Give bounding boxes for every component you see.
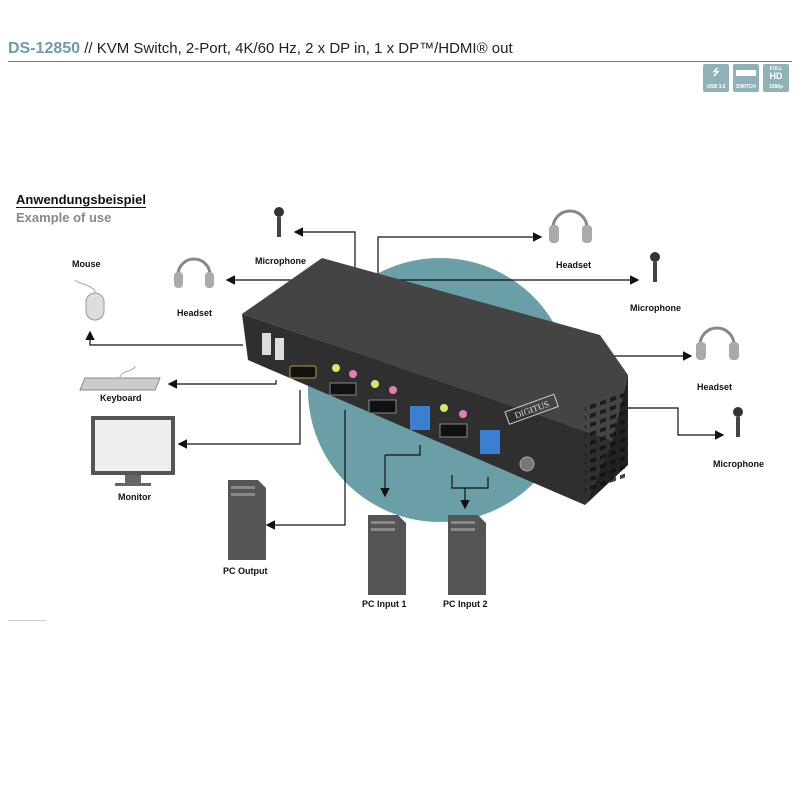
switch-icon <box>736 70 756 76</box>
mic-in-jack <box>389 386 397 394</box>
title-separator: // <box>84 40 93 57</box>
kvm-switch-device: DIGITUS <box>242 258 628 505</box>
usb-b-port-2 <box>480 430 500 454</box>
hdmi-port <box>289 365 317 379</box>
headset-icon <box>549 209 592 243</box>
badge-label: 1080p <box>768 84 784 90</box>
label-mouse: Mouse <box>72 259 101 269</box>
usb3-badge: ⭍ USB 3.0 <box>703 64 729 92</box>
badge-label: SWITCH <box>736 84 756 90</box>
label-pc-output: PC Output <box>223 566 268 576</box>
audio-out-jack <box>332 364 340 372</box>
displayport-out <box>329 382 357 396</box>
label-microphone-top: Microphone <box>255 256 306 266</box>
badge-top: FULL <box>769 66 783 72</box>
device-top <box>242 258 628 440</box>
pc-output-tower-icon <box>228 480 266 560</box>
usb-a-port <box>262 333 271 355</box>
product-description: KVM Switch, 2-Port, 4K/60 Hz, 2 x DP in,… <box>96 40 513 57</box>
monitor-icon <box>91 416 175 486</box>
header-divider <box>8 61 792 62</box>
headset-icon <box>696 326 739 360</box>
label-monitor: Monitor <box>118 492 151 502</box>
label-pc-input-1: PC Input 1 <box>362 599 407 609</box>
usb-a-port <box>275 338 284 360</box>
displayport-in-2 <box>439 423 468 438</box>
microphone-icon <box>274 207 284 237</box>
audio-out-jack <box>371 380 379 388</box>
keyboard-icon <box>79 365 161 391</box>
usb-icon: ⭍ <box>712 67 720 77</box>
product-code: DS-12850 <box>8 40 81 57</box>
badge-label: USB 3.0 <box>706 84 726 90</box>
headset-icon <box>174 257 214 288</box>
pc-input-1-tower-icon <box>368 515 406 595</box>
microphone-icon <box>650 252 660 282</box>
dc-power-jack <box>519 456 535 472</box>
audio-out-jack <box>440 404 448 412</box>
microphone-icon <box>733 407 743 437</box>
label-headset-right: Headset <box>697 382 733 392</box>
label-headset-left: Headset <box>177 308 213 318</box>
label-microphone-bottom: Microphone <box>713 459 764 469</box>
section-title-en: Example of use <box>16 210 112 225</box>
label-keyboard: Keyboard <box>100 393 142 403</box>
pc-input-2-tower-icon <box>448 515 486 595</box>
mic-in-jack <box>349 370 357 378</box>
usb-b-port-1 <box>410 406 430 430</box>
switch-badge: SWITCH <box>733 64 759 92</box>
label-headset-top: Headset <box>556 260 592 270</box>
label-microphone-right: Microphone <box>630 303 681 313</box>
badge-main: HD <box>769 71 783 81</box>
page-title: DS-12850 // KVM Switch, 2-Port, 4K/60 Hz… <box>8 40 513 58</box>
section-title-de: Anwendungsbeispiel <box>16 192 147 208</box>
label-pc-input-2: PC Input 2 <box>443 599 488 609</box>
mouse-icon <box>74 279 105 321</box>
mic-in-jack <box>459 410 467 418</box>
footer-divider <box>8 620 46 621</box>
displayport-in-1 <box>368 399 397 414</box>
